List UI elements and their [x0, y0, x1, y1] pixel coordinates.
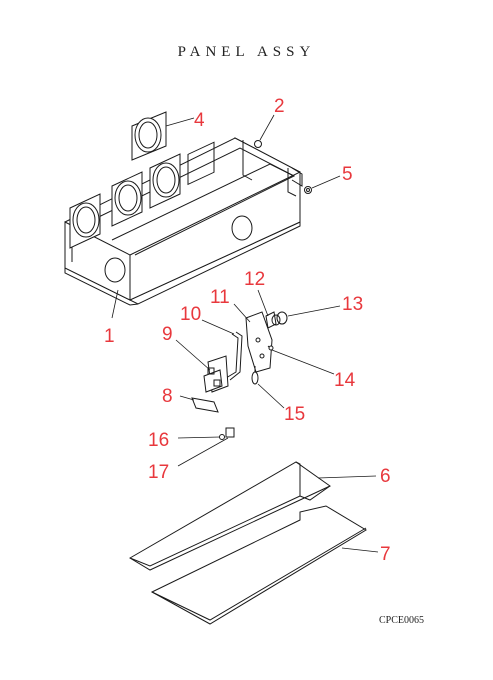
callout-2: 2 — [274, 96, 285, 117]
bushing-part — [271, 311, 288, 326]
callout-15: 15 — [284, 404, 305, 425]
bracket-part — [245, 311, 273, 373]
duct-collars — [69, 153, 181, 249]
small-screw-part — [267, 345, 274, 351]
callout-11: 11 — [210, 287, 230, 308]
switch-part — [203, 355, 229, 393]
callout-4: 4 — [194, 110, 205, 131]
rod-part — [225, 331, 243, 381]
callout-12: 12 — [244, 269, 265, 290]
callout-6: 6 — [380, 466, 391, 487]
callout-17: 17 — [148, 462, 169, 483]
callout-13: 13 — [342, 294, 363, 315]
plate-part — [191, 397, 219, 413]
sensor-part — [251, 366, 259, 385]
insulation-panel-upper — [129, 461, 331, 571]
diagram-title: PANEL ASSY — [177, 44, 316, 60]
callout-labels: 1 2 4 5 6 7 8 9 10 11 12 13 14 15 16 17 — [104, 96, 391, 565]
callout-16: 16 — [148, 430, 169, 451]
callout-5: 5 — [342, 164, 353, 185]
casing-part — [64, 137, 303, 306]
callout-7: 7 — [380, 544, 391, 565]
callout-8: 8 — [162, 386, 173, 407]
connector-part — [219, 427, 235, 440]
drawing-code: CPCE0065 — [379, 615, 425, 626]
callout-9: 9 — [162, 324, 173, 345]
callout-10: 10 — [180, 304, 201, 325]
grommet-part — [304, 186, 312, 194]
insulation-panel-lower — [150, 505, 367, 625]
duct-collar-part — [131, 111, 167, 161]
callout-14: 14 — [334, 370, 356, 391]
callout-1: 1 — [104, 326, 115, 347]
screw-part — [254, 140, 262, 148]
leader-lines — [111, 114, 379, 553]
